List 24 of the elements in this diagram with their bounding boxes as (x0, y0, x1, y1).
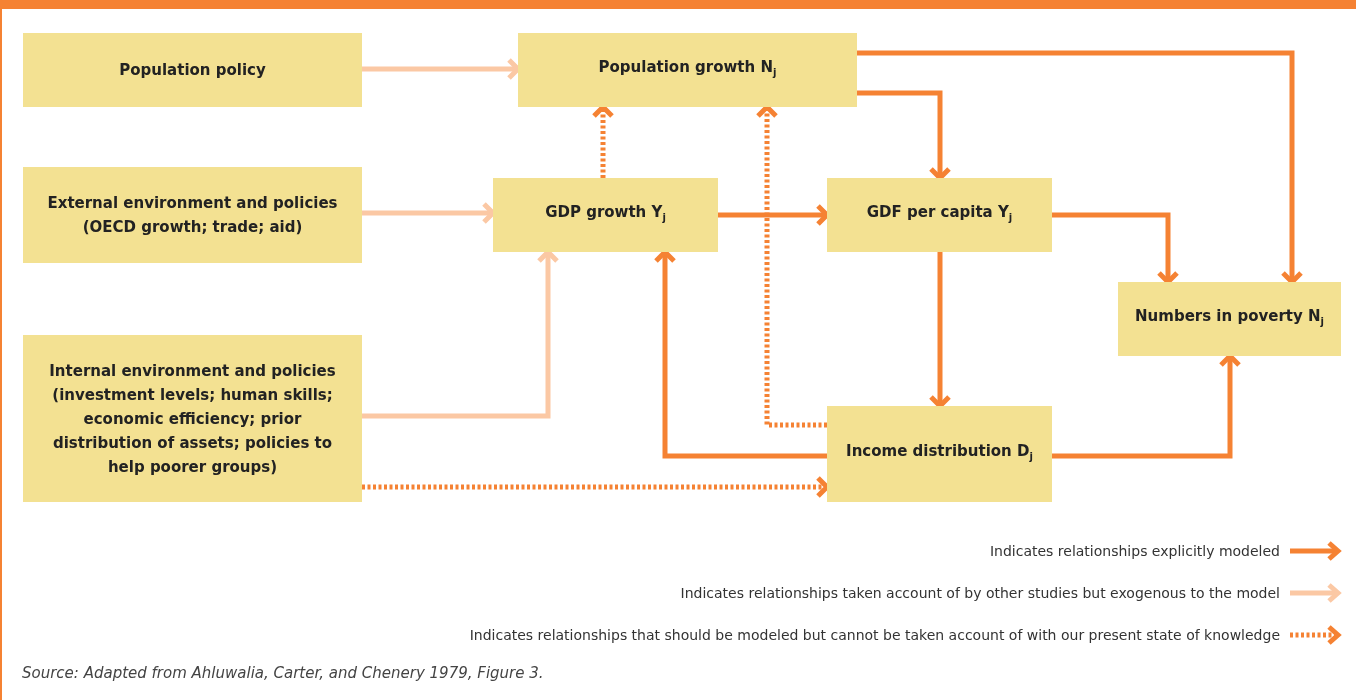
node-label: Income distribution D$_{j}$ (846, 441, 1033, 464)
process-box (23, 167, 362, 263)
node-label: Population policy (119, 60, 266, 81)
legend-text: Indicates relationships explicitly modeled (989, 543, 1280, 559)
arrow (928, 252, 952, 409)
node-label: External environment and policies (OECD growth; trade; aid) (46, 193, 339, 238)
legend-text: Indicates relationships that should be modeled but cannot be taken account of with our present state of knowledge (469, 627, 1280, 643)
node-label: GDF per capita Y$_{j}$ (866, 202, 1013, 225)
process-box (23, 33, 362, 107)
arrow (1052, 212, 1180, 285)
node-label: GDP growth Y$_{j}$ (545, 202, 666, 225)
process-box (827, 178, 1052, 252)
caption: Source: Adapted from Ahluwalia, Carter, and Chenery 1979, Figure 3. (22, 664, 544, 682)
legend-text: Indicates relationships taken account of by other studies but exogenous to the model (680, 585, 1280, 601)
arrow (857, 90, 952, 181)
node-label: Population growth N$_{j}$ (598, 57, 777, 80)
process-box (23, 335, 362, 502)
process-box (1118, 282, 1341, 356)
process-box (518, 33, 857, 107)
node-label: Numbers in poverty N$_{j}$ (1135, 306, 1324, 329)
arrow (857, 50, 1304, 285)
node-label: Internal environment and policies (investment levels; human skills; economic efficiency; prior distribution of assets; policies to help poorer groups) (48, 360, 337, 478)
process-box (493, 178, 718, 252)
process-box (827, 406, 1052, 502)
